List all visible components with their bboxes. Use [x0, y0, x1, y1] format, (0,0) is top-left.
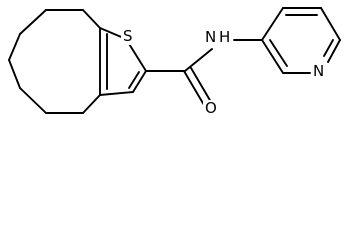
atom-labels: S N H O N	[121, 27, 325, 117]
bond	[8, 59, 21, 89]
chemical-structure: S N H O N	[8, 7, 341, 117]
bond	[8, 33, 21, 61]
pyridine-nitrogen-label: N	[313, 62, 324, 80]
sulfur-atom-label: S	[123, 27, 133, 45]
bond	[19, 9, 47, 35]
bond	[99, 91, 134, 96]
amide-nitrogen-label: N	[205, 28, 216, 46]
carboxamide-group	[145, 39, 263, 106]
bond	[82, 9, 101, 29]
double-bond-inner	[128, 71, 140, 89]
carbonyl-double-bond	[190, 67, 212, 103]
bond	[261, 39, 284, 74]
bond	[261, 7, 284, 41]
amide-hydrogen-label: H	[219, 28, 230, 46]
bond	[19, 87, 47, 114]
bond	[184, 48, 213, 72]
bond	[327, 39, 341, 63]
carbonyl-double-bond	[183, 70, 205, 106]
bond	[132, 70, 147, 93]
double-bond-inner	[269, 39, 288, 67]
bond	[82, 94, 101, 114]
pyridine-ring	[261, 7, 341, 74]
carbonyl-oxygen-label: O	[205, 99, 217, 117]
bond	[320, 7, 341, 41]
cyclooctane-ring	[8, 9, 101, 114]
double-bond-inner	[323, 39, 334, 57]
